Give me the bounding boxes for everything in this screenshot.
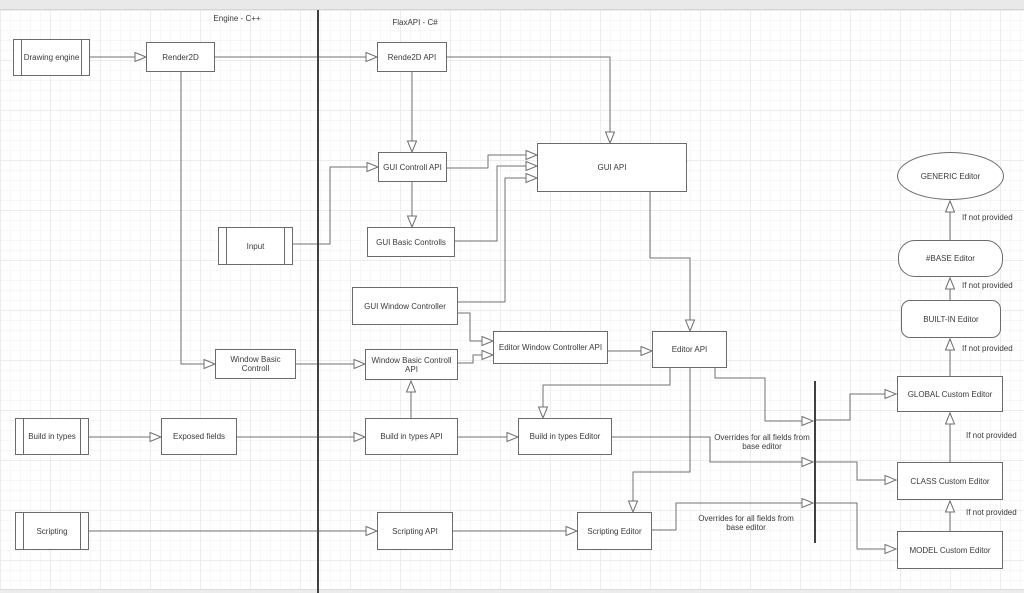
edge-gui-api-to-editor-api[interactable] bbox=[649, 192, 690, 331]
diagram-canvas[interactable] bbox=[0, 10, 1024, 589]
node-label: Rende2D API bbox=[387, 52, 437, 62]
annotation-line1: Overrides for all fields from bbox=[714, 433, 810, 442]
annotation-if-not-provided-base[interactable]: If not provided bbox=[962, 281, 1013, 290]
top-chrome-strip bbox=[0, 0, 1024, 10]
node-input[interactable]: Input bbox=[218, 227, 293, 265]
node-scripting-api[interactable]: Scripting API bbox=[377, 512, 453, 550]
edge-override-bus-to-model-custom-editor[interactable] bbox=[815, 502, 896, 549]
edge-editor-api-to-build-in-types-editor[interactable] bbox=[543, 368, 671, 418]
edge-input-to-gui-controll-api[interactable] bbox=[293, 167, 378, 245]
edge-override-bus-to-global-custom-editor[interactable] bbox=[815, 394, 896, 421]
edge-render2d-to-window-basic-controll[interactable] bbox=[180, 72, 215, 364]
edge-override-bus-to-class-custom-editor[interactable] bbox=[815, 461, 896, 480]
node-gui-controll-api[interactable]: GUI Controll API bbox=[378, 152, 447, 182]
node-rende2d-api[interactable]: Rende2D API bbox=[377, 42, 447, 72]
node-label: MODEL Custom Editor bbox=[909, 545, 991, 555]
node-editor-window-controller-api[interactable]: Editor Window Controller API bbox=[493, 331, 608, 364]
node-label: GUI API bbox=[597, 163, 627, 172]
node-model-custom-editor[interactable]: MODEL Custom Editor bbox=[897, 531, 1003, 569]
node-label: Editor API bbox=[671, 345, 708, 354]
annotation-if-not-provided-generic[interactable]: If not provided bbox=[962, 213, 1013, 222]
edge-build-in-types-editor-to-override-bus[interactable] bbox=[612, 436, 813, 462]
node-label: Scripting Editor bbox=[587, 526, 642, 536]
annotation-overrides-build-in-types[interactable]: Overrides for all fields from base edito… bbox=[702, 433, 822, 451]
node-exposed-fields[interactable]: Exposed fields bbox=[161, 418, 237, 455]
node-gui-window-controller[interactable]: GUI Window Controller bbox=[352, 287, 458, 325]
node-window-basic-controll-api[interactable]: Window Basic Controll API bbox=[365, 349, 458, 380]
annotation-if-not-provided-builtin[interactable]: If not provided bbox=[962, 344, 1013, 353]
annotation-line1: Overrides for all fields from bbox=[698, 514, 794, 523]
node-render2d[interactable]: Render2D bbox=[146, 42, 215, 72]
bottom-chrome-strip bbox=[0, 589, 1024, 593]
node-global-custom-editor[interactable]: GLOBAL Custom Editor bbox=[897, 376, 1003, 412]
edge-scripting-editor-to-override-bus[interactable] bbox=[652, 503, 813, 531]
node-scripting[interactable]: Scripting bbox=[15, 512, 89, 550]
annotation-line2: base editor bbox=[726, 523, 766, 532]
node-builtin-editor[interactable]: BUILT-IN Editor bbox=[901, 300, 1001, 338]
node-label: Build in types API bbox=[380, 432, 443, 441]
node-label: Window Basic Controll API bbox=[371, 355, 452, 374]
node-label: Scripting API bbox=[392, 526, 438, 536]
annotation-if-not-provided-global[interactable]: If not provided bbox=[966, 431, 1017, 440]
node-label: Window Basic Controll bbox=[230, 355, 281, 373]
node-label: Build in types Editor bbox=[529, 432, 601, 441]
node-label: Drawing engine bbox=[23, 53, 80, 62]
node-label: CLASS Custom Editor bbox=[910, 476, 990, 486]
edge-gui-basic-controlls-to-gui-api[interactable] bbox=[455, 166, 537, 242]
node-label: Scripting bbox=[36, 526, 68, 536]
node-class-custom-editor[interactable]: CLASS Custom Editor bbox=[897, 462, 1003, 500]
edge-editor-api-to-scripting-editor[interactable] bbox=[633, 368, 691, 512]
node-label: Editor Window Controller API bbox=[498, 343, 603, 352]
node-generic-editor[interactable]: GENERIC Editor bbox=[897, 152, 1004, 200]
node-label: GUI Window Controller bbox=[364, 301, 446, 311]
node-editor-api[interactable]: Editor API bbox=[652, 331, 727, 368]
node-label: Exposed fields bbox=[172, 432, 226, 441]
edge-window-basic-controll-api-to-editor-window-controller-api[interactable] bbox=[458, 355, 493, 364]
node-window-basic-controll[interactable]: Window Basic Controll bbox=[215, 349, 296, 379]
node-scripting-editor[interactable]: Scripting Editor bbox=[577, 512, 652, 550]
edge-gui-window-controller-to-gui-api[interactable] bbox=[458, 178, 537, 303]
annotation-line2: base editor bbox=[742, 442, 782, 451]
node-label: GLOBAL Custom Editor bbox=[907, 389, 993, 399]
node-label: Render2D bbox=[162, 52, 199, 62]
node-label: #BASE Editor bbox=[926, 254, 975, 263]
edge-editor-api-to-override-bus[interactable] bbox=[714, 368, 813, 421]
swimlane-header-engine[interactable]: Engine - C++ bbox=[213, 14, 261, 23]
node-label: BUILT-IN Editor bbox=[923, 314, 979, 324]
swimlane-header-flaxapi[interactable]: FlaxAPI - C# bbox=[392, 18, 438, 27]
edge-gui-window-controller-to-editor-window-controller-api[interactable] bbox=[458, 312, 493, 341]
edge-rende2d-api-to-gui-api[interactable] bbox=[447, 56, 610, 143]
node-build-in-types-api[interactable]: Build in types API bbox=[365, 418, 458, 455]
node-build-in-types-editor[interactable]: Build in types Editor bbox=[518, 418, 612, 455]
node-base-editor[interactable]: #BASE Editor bbox=[898, 240, 1003, 277]
annotation-if-not-provided-class[interactable]: If not provided bbox=[966, 508, 1017, 517]
node-label: Input bbox=[246, 241, 265, 251]
node-label: GUI Controll API bbox=[383, 162, 442, 172]
node-build-in-types[interactable]: Build in types bbox=[15, 418, 89, 455]
node-gui-api[interactable]: GUI API bbox=[537, 143, 687, 192]
node-label: GENERIC Editor bbox=[920, 171, 981, 181]
annotation-overrides-scripting[interactable]: Overrides for all fields from base edito… bbox=[686, 514, 806, 532]
node-gui-basic-controlls[interactable]: GUI Basic Controlls bbox=[367, 227, 455, 257]
node-label: GUI Basic Controlls bbox=[376, 237, 446, 247]
edge-gui-controll-api-to-gui-api[interactable] bbox=[447, 155, 537, 169]
node-drawing-engine[interactable]: Drawing engine bbox=[13, 39, 90, 76]
node-label: Build in types bbox=[28, 432, 76, 441]
